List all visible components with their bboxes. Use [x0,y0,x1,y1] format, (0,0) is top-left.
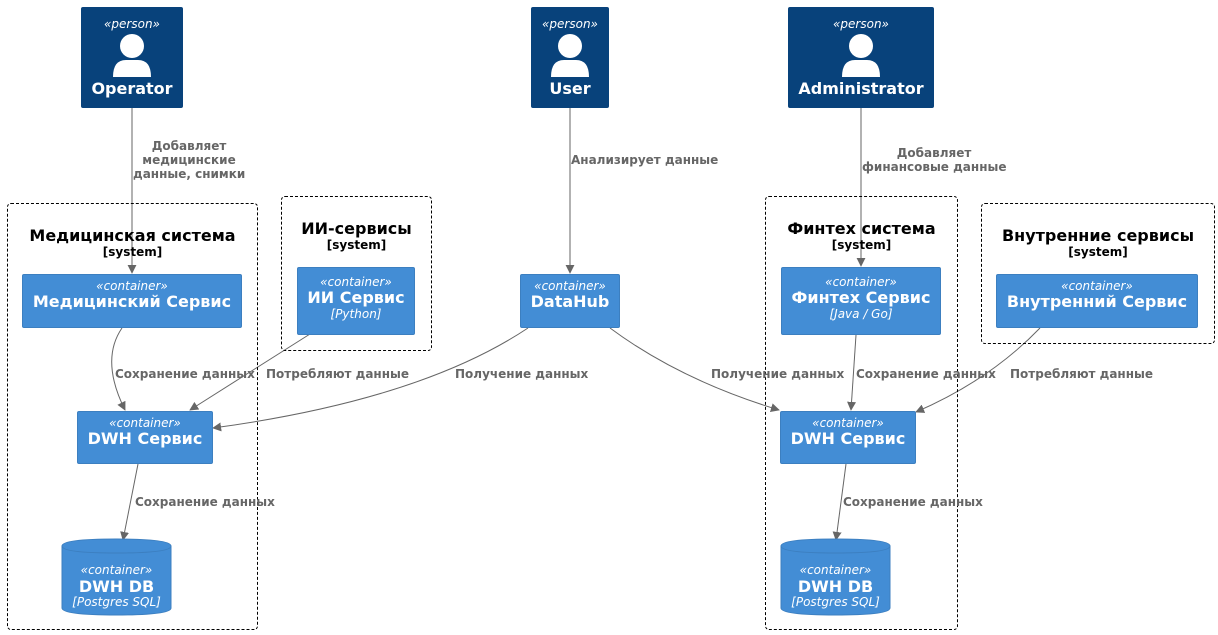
container-technology: [Java / Go] [829,307,893,321]
container-stereotype: «container» [799,563,872,577]
relation-label-line: Добавляет [151,139,227,153]
arrow-datahub-to-left-dwh [212,327,529,432]
boundary-type: [system] [326,238,387,252]
boundary-title: Внутренние сервисы [1001,226,1195,245]
container-name: Финтех Сервис [791,288,931,307]
boundary-type: [system] [102,245,163,259]
relation-label-datahub-left: Получение данных [455,367,589,381]
container-stereotype: «container» [812,416,884,430]
container-name: DataHub [530,292,610,311]
container-stereotype: «container» [320,275,392,289]
person-stereotype: «person» [833,17,889,31]
relation-label-fin-save: Сохранение данных [856,367,996,381]
arrow-medical-to-dwh [111,327,126,411]
container-name: DWH Сервис [790,429,906,448]
container-name: DWH DB [797,577,874,596]
relation-label-operator: Добавляет медицинские данные, снимки [133,139,245,181]
person-user[interactable]: «person» User [531,7,609,108]
container-stereotype: «container» [534,279,606,293]
boundary-fintech-system: Финтех система [system] [765,196,958,630]
container-name: ИИ Сервис [307,288,405,307]
relation-label-dwh-med-save: Сохранение данных [135,495,275,509]
relation-label-int-consume: Потребляют данные [1010,367,1154,381]
container-internal-service[interactable]: «container» Внутренний Сервис [996,274,1198,328]
relation-label-line: Добавляет [896,146,972,160]
relation-label-admin: Добавляет финансовые данные [862,146,1006,174]
container-name: Внутренний Сервис [1006,292,1188,311]
boundary-title: Медицинская система [29,226,236,245]
person-icon [113,34,151,77]
relation-label-line: финансовые данные [862,160,1007,174]
container-name: DWH Сервис [87,429,203,448]
container-medical-service[interactable]: «container» Медицинский Сервис [22,274,242,328]
person-operator[interactable]: «person» Operator [81,7,183,108]
container-dwh-medical[interactable]: «container» DWH Сервис [77,411,213,464]
boundary-title: Финтех система [787,219,936,238]
relation-label-user: Анализирует данные [571,153,719,167]
arrow-dwh-to-db-right [832,463,847,541]
relation-label-dwh-fin-save: Сохранение данных [843,495,983,509]
container-fintech-service[interactable]: «container» Финтех Сервис [Java / Go] [781,267,941,335]
container-stereotype: «container» [1061,279,1133,293]
container-stereotype: «container» [109,416,181,430]
container-stereotype: «container» [80,563,153,577]
database-dwh-medical[interactable]: «container» DWH DB [Postgres SQL] [61,538,172,616]
database-cylinder-icon [61,538,172,616]
person-icon [842,34,880,77]
arrow-fintech-to-dwh [847,334,857,411]
arrow-datahub-to-right-dwh [609,327,780,412]
person-name: Operator [91,79,173,98]
boundary-ai-services: ИИ-сервисы [system] [281,196,432,351]
relation-label-line: данные, снимки [133,167,246,181]
container-technology: [Postgres SQL] [791,595,880,609]
container-technology: [Python] [330,307,382,321]
boundary-title: ИИ-сервисы [301,219,412,238]
arrow-ai-to-dwh [189,333,311,411]
person-stereotype: «person» [542,17,598,31]
person-administrator[interactable]: «person» Administrator [788,7,934,108]
arrow-dwh-to-db-left [120,463,139,541]
boundary-medical-system: Медицинская система [system] [7,203,258,630]
boundary-type: [system] [831,238,892,252]
container-technology: [Postgres SQL] [72,595,161,609]
container-datahub[interactable]: «container» DataHub [520,274,620,328]
person-name: User [549,79,591,98]
relation-label-ai-consume: Потребляют данные [266,367,410,381]
container-name: Медицинский Сервис [32,292,232,311]
person-stereotype: «person» [104,17,160,31]
container-stereotype: «container» [825,275,897,289]
arrow-internal-to-dwh [915,327,1041,413]
relation-label-line: медицинские [142,153,236,167]
relation-label-datahub-right: Получение данных [711,367,845,381]
database-dwh-fintech[interactable]: «container» DWH DB [Postgres SQL] [780,538,891,616]
database-cylinder-icon [780,538,891,616]
person-name: Administrator [798,79,924,98]
container-stereotype: «container» [96,279,168,293]
boundary-type: [system] [1068,245,1128,259]
person-icon [551,34,589,77]
container-ai-service[interactable]: «container» ИИ Сервис [Python] [297,267,415,335]
boundary-internal-services: Внутренние сервисы [system] [981,203,1215,344]
relation-label-med-save: Сохранение данных [115,367,255,381]
container-name: DWH DB [78,577,155,596]
container-dwh-fintech[interactable]: «container» DWH Сервис [780,411,916,464]
